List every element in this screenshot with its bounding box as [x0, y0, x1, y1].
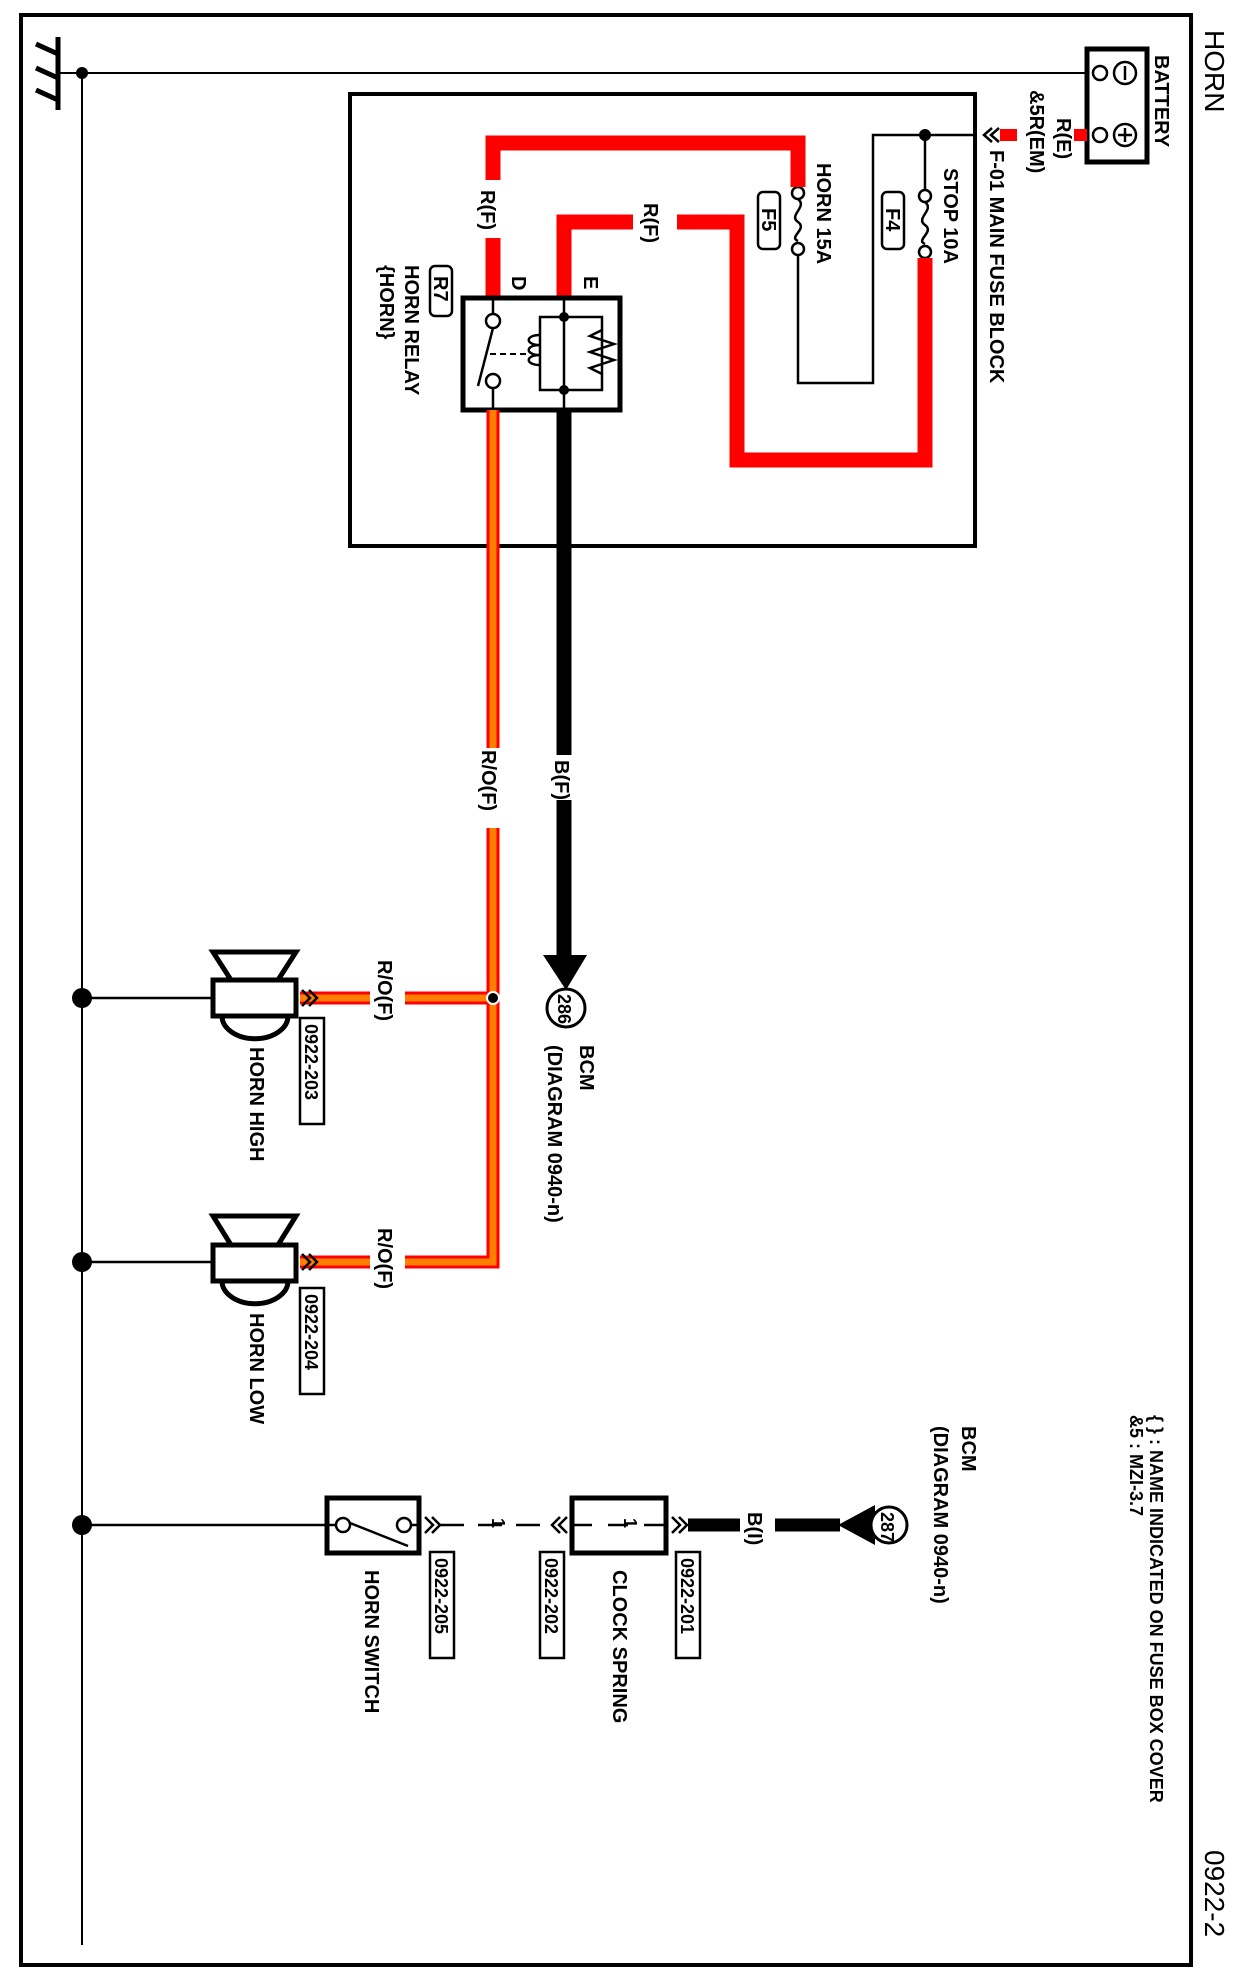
- connector-badge-horn-switch: [428, 1550, 456, 1660]
- wire-label-relay-d: R(F): [476, 190, 498, 230]
- battery-positive-icon: [1112, 122, 1138, 148]
- fuse-id-badge-f5: [756, 190, 782, 251]
- connector-badge-horn-high: [298, 1016, 326, 1126]
- horn-switch-label: HORN SWITCH: [360, 1570, 382, 1713]
- wire-label-relay-e: R(F): [639, 203, 661, 243]
- fuse-icon-stop: [917, 188, 933, 260]
- clock-spring-label: CLOCK SPRING: [608, 1570, 630, 1723]
- wire-label-horn-high: R/O(F): [373, 960, 395, 1021]
- arrow-down-icon: [543, 955, 587, 990]
- relay-id: R7: [429, 276, 451, 302]
- bcm-286-ref: (DIAGRAM 0940-n): [543, 1045, 565, 1223]
- wire-stop-fuse-to-relay-e: [677, 214, 933, 468]
- fuse-bus-node: [919, 129, 931, 141]
- connector-clock-spring-out: 0922-201: [677, 1558, 697, 1634]
- wire-relay-output: [300, 410, 500, 1269]
- connector-badge-clock-spring-out: [674, 1550, 702, 1660]
- note-mzi: &5 : MZI-3.7: [1126, 1415, 1146, 1516]
- relay: [460, 295, 623, 413]
- junction-node: [486, 991, 500, 1005]
- fuse-block-label: F-01 MAIN FUSE BLOCK: [985, 150, 1007, 384]
- main-fuse-block: [348, 92, 977, 548]
- connector-clock-spring-in: 0922-202: [541, 1558, 561, 1634]
- horn-speaker-icon: [208, 1213, 301, 1248]
- battery-wire-stub: [1074, 129, 1087, 141]
- horn-switch-pin: 1: [488, 1518, 508, 1528]
- horn-low: [82, 1213, 301, 1307]
- connector-horn-switch: 0922-205: [431, 1558, 451, 1634]
- battery-label: BATTERY: [1150, 55, 1172, 148]
- clock-spring-pin: 1: [620, 1518, 640, 1528]
- wire-horn-fuse-to-relay-d: [485, 135, 806, 187]
- page-id: 0922-2: [1199, 1850, 1230, 1937]
- battery-wire-stub-fuseblock: [1000, 129, 1017, 141]
- relay-pin-d: D: [507, 276, 529, 290]
- horn-speaker-icon: [208, 949, 301, 983]
- arrow-left-icon: [838, 1505, 875, 1545]
- clock-spring: [569, 1495, 669, 1556]
- wire-label-gap: [370, 985, 405, 1011]
- connector-badge-clock-spring-in: [538, 1550, 566, 1660]
- bcm-287-ref: (DIAGRAM 0940-n): [929, 1426, 951, 1604]
- wire-label-gap: [484, 748, 502, 828]
- relay-resistor-icon: [586, 328, 618, 376]
- connector-chevron-icon: [424, 1516, 442, 1534]
- relay-coil-icon: [527, 333, 541, 367]
- horn-high-label: HORN HIGH: [245, 1047, 267, 1161]
- ground-icon: [34, 37, 61, 110]
- bcm-287-label: BCM: [957, 1426, 979, 1472]
- ground-node: [76, 67, 88, 79]
- relay-switch-icon: [476, 327, 495, 387]
- wire-label-horn-low: R/O(F): [373, 1228, 395, 1289]
- connector-chevron-icon: [982, 127, 1000, 143]
- relay-cover-name: {HORN}: [375, 265, 397, 340]
- bcm-pin-287: 287: [877, 1512, 897, 1542]
- wire-label-bcm-ctrl: B(F): [550, 760, 572, 800]
- fuse-icon-horn: [790, 185, 806, 257]
- battery-wire-label-2: &5R(EM): [1025, 90, 1047, 173]
- connector-chevron-icon: [671, 1516, 689, 1534]
- bcm-pin-286: 286: [554, 994, 574, 1024]
- wire-label-gap: [370, 1249, 405, 1275]
- horn-switch: [324, 1495, 422, 1556]
- battery-negative-icon: [1112, 60, 1138, 86]
- wire-label-relay-out: R/O(F): [477, 750, 499, 811]
- connector-horn-low: 0922-204: [301, 1294, 321, 1370]
- diagram-frame: [19, 13, 1193, 1967]
- horn-high: [82, 949, 301, 1042]
- connector-chevron-icon: [301, 989, 319, 1007]
- connector-chevron-icon: [550, 1516, 568, 1534]
- switch-contact-icon: [349, 1521, 409, 1548]
- fuse-id-f4: F4: [881, 208, 903, 232]
- fuse-bus-wire: [796, 133, 975, 385]
- relay-pin-e: E: [579, 276, 601, 289]
- bcm-286-label: BCM: [575, 1045, 597, 1091]
- bcm-pin-286-badge: [545, 987, 587, 1029]
- connector-chevron-icon: [301, 1253, 319, 1271]
- diagram-title: HORN: [1199, 30, 1230, 112]
- relay-name: HORN RELAY: [400, 265, 422, 396]
- battery-wire-label-1: R(E): [1052, 118, 1074, 159]
- note-curly-braces: { } : NAME INDICATED ON FUSE BOX COVER: [1146, 1415, 1166, 1803]
- wire-relay-e-feed: [556, 214, 633, 298]
- wire-label-clock-spring-bcm: B(I): [743, 1512, 765, 1545]
- fuse-name-horn: HORN 15A: [812, 163, 834, 264]
- bcm-pin-287-badge: [869, 1505, 909, 1545]
- fuse-name-stop: STOP 10A: [939, 168, 961, 264]
- fuse-id-f5: F5: [757, 208, 779, 231]
- relay-id-badge: [428, 264, 454, 318]
- connector-horn-high: 0922-203: [301, 1024, 321, 1100]
- fuse-id-badge-f4: [880, 190, 906, 251]
- horn-low-label: HORN LOW: [245, 1313, 267, 1424]
- battery: [1084, 46, 1150, 165]
- connector-badge-horn-low: [298, 1286, 326, 1396]
